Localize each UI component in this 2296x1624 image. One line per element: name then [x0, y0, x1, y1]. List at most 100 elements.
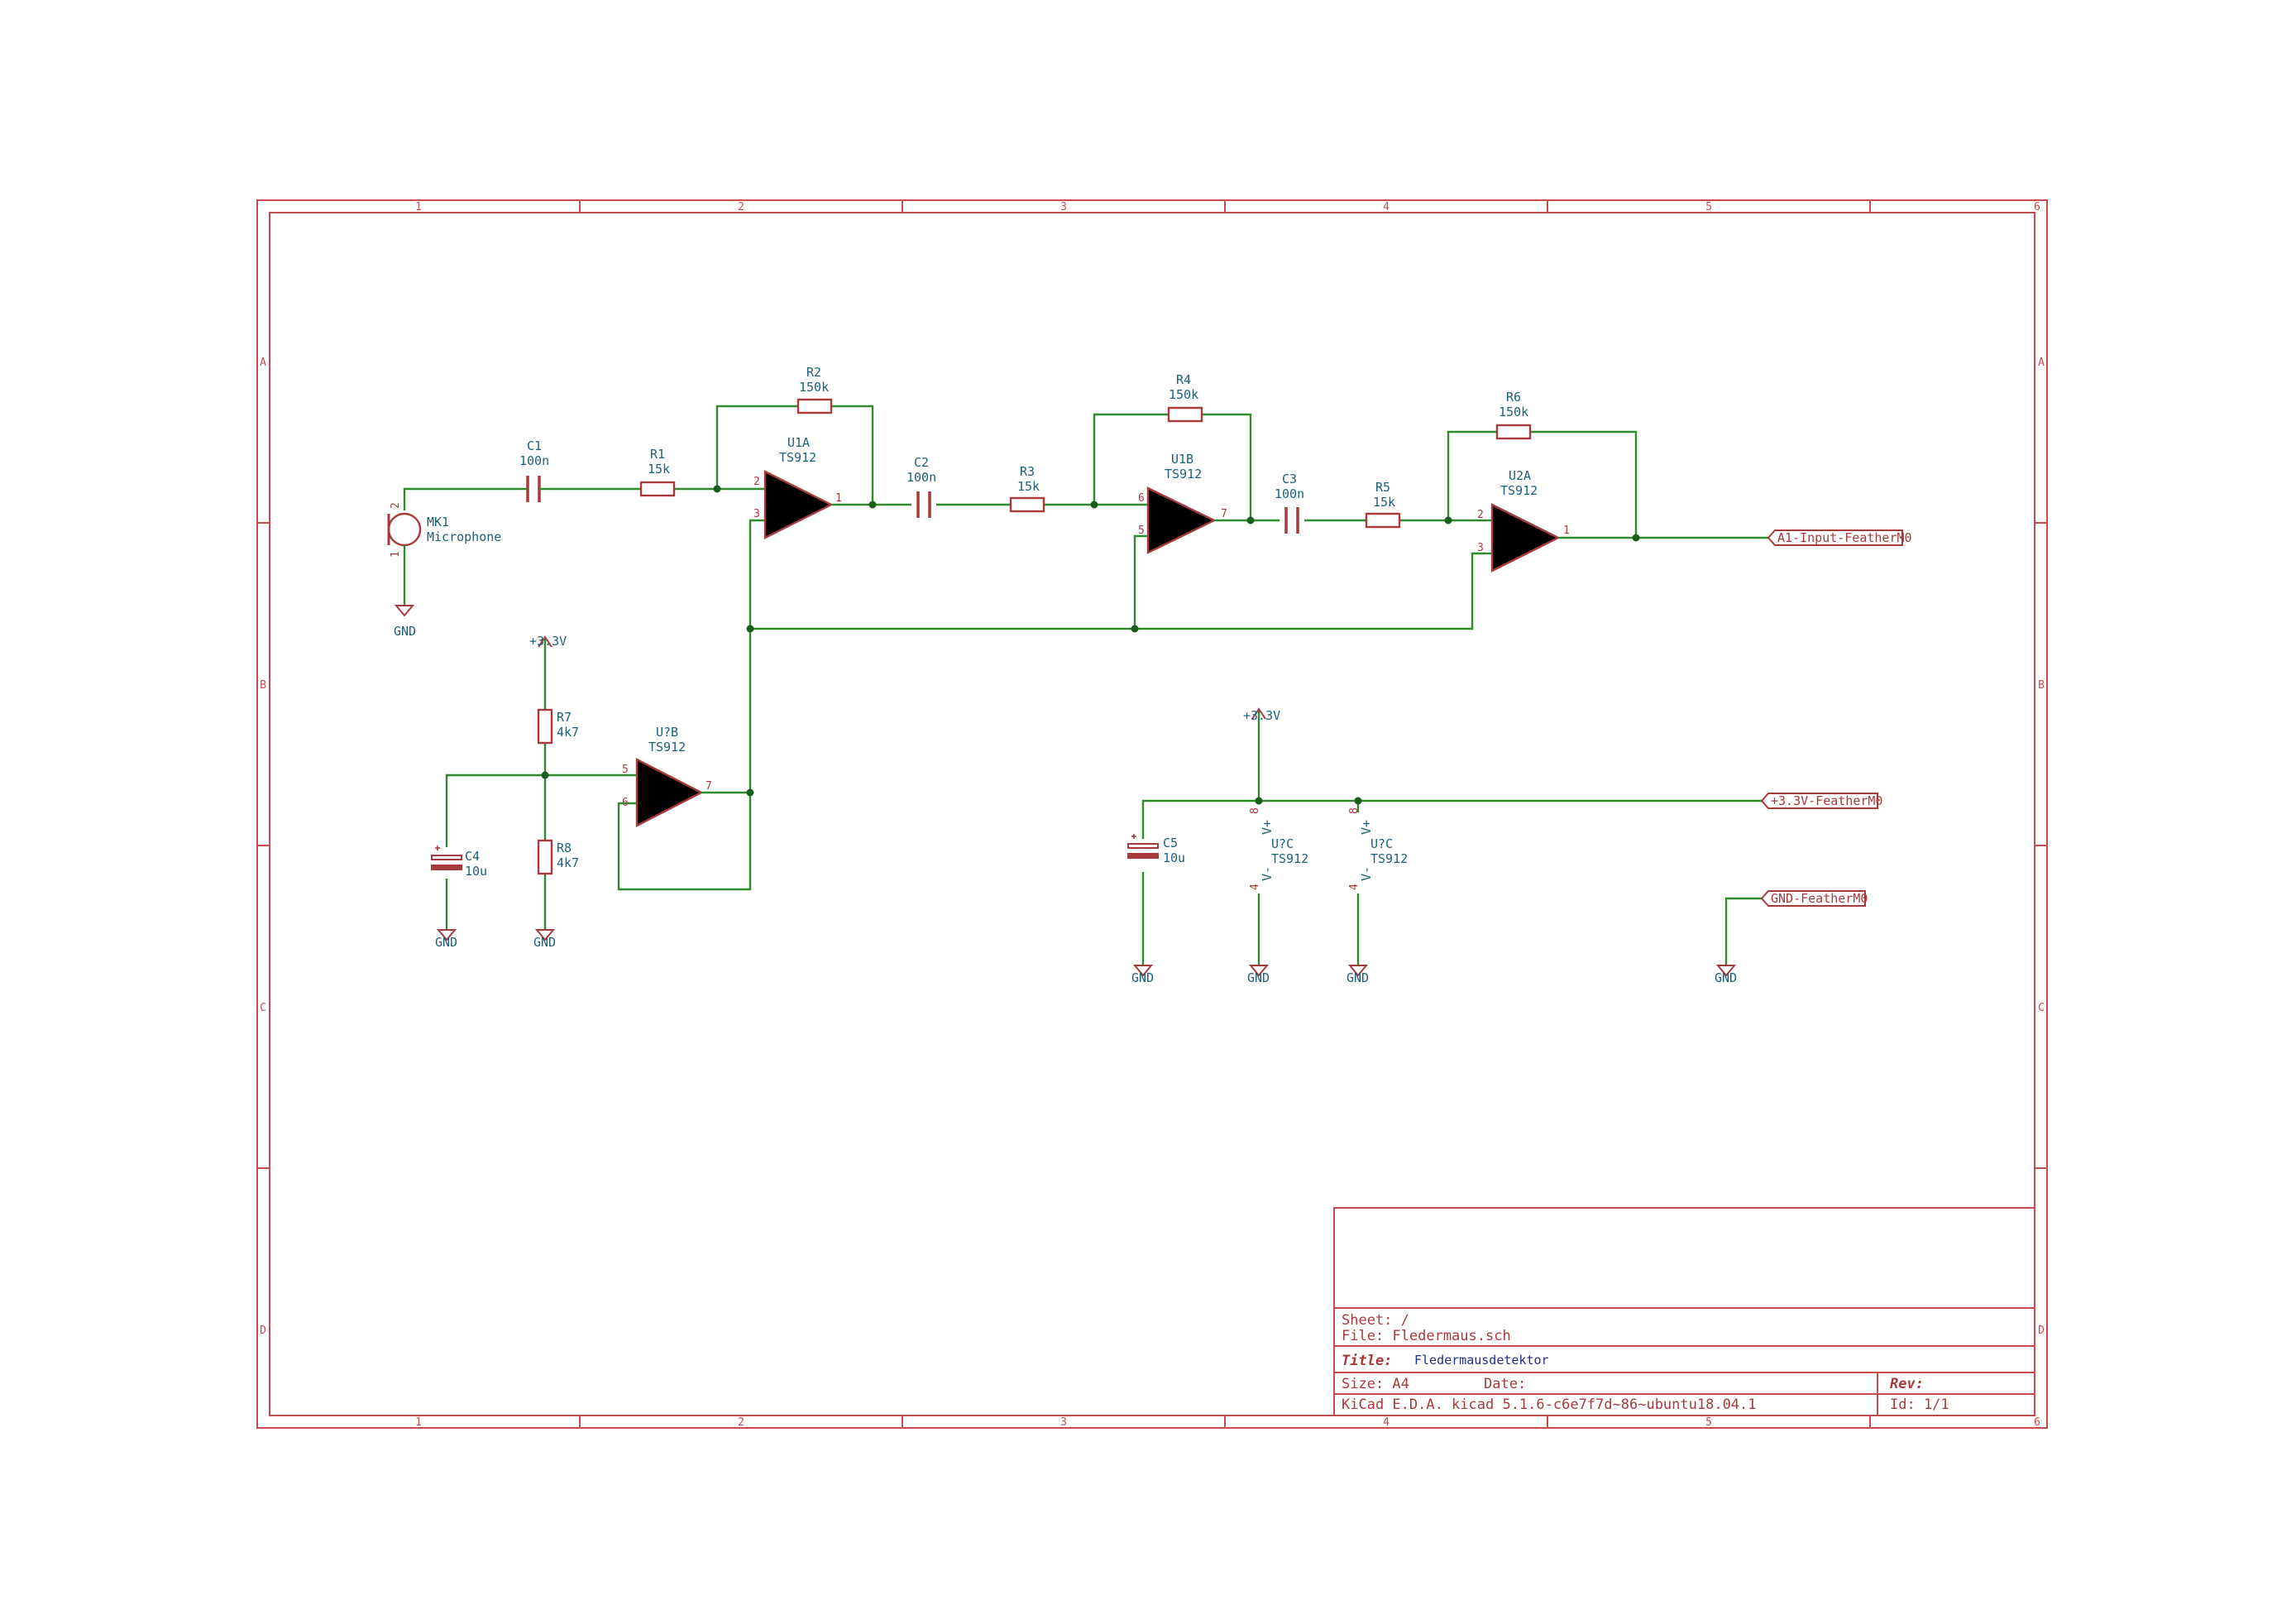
mk1-pin-2: 2 — [390, 502, 402, 509]
opamp-u2a[interactable]: 2 3 1 U2A TS912 — [1477, 468, 1570, 572]
gnd-label-c4: GND — [435, 935, 457, 950]
frame-column-bottom-2: 2 — [738, 1416, 744, 1429]
title-block-title-label: Title: — [1342, 1353, 1392, 1369]
u2c2-vplus: V+ — [1359, 820, 1374, 835]
r7-value: 4k7 — [557, 725, 579, 740]
u2a-pin-non: 3 — [1477, 542, 1484, 554]
c3-reference: C3 — [1282, 472, 1297, 486]
title-block-id: Id: 1/1 — [1890, 1396, 1949, 1413]
frame-column-top-4: 4 — [1383, 201, 1390, 213]
vcc-label-power: +3.3V — [1243, 708, 1280, 723]
r2-value: 150k — [799, 380, 829, 395]
gnd-label-mk1: GND — [394, 624, 416, 639]
c5-reference: C5 — [1163, 836, 1178, 850]
resistor-r1[interactable]: R1 15k — [639, 447, 676, 497]
frame-row-right-C: C — [2038, 1002, 2045, 1014]
gnd-label-u2c-2: GND — [1347, 970, 1369, 985]
frame-column-bottom-3: 3 — [1060, 1416, 1067, 1429]
frame-column-bottom-4: 4 — [1383, 1416, 1390, 1429]
r8-value: 4k7 — [557, 855, 579, 870]
u2b-pin-out: 7 — [706, 780, 712, 793]
capacitor-c2[interactable]: C2 100n — [906, 455, 936, 520]
r4-value: 150k — [1169, 387, 1198, 402]
c4-reference: C4 — [465, 849, 480, 864]
r1-reference: R1 — [650, 447, 665, 462]
r7-reference: R7 — [557, 710, 572, 725]
frame-row-right-D: D — [2038, 1325, 2045, 1337]
capacitor-c1[interactable]: C1 100n — [519, 438, 549, 504]
wire-network — [403, 405, 1768, 956]
vcc-label-r7: +3.3V — [529, 634, 567, 649]
r2-reference: R2 — [806, 365, 821, 380]
global-label-vcc-feather[interactable]: +3.3V-FeatherM0 — [1760, 793, 1882, 809]
capacitor-c5[interactable]: C5 10u — [1127, 833, 1185, 865]
frame-column-top-2: 2 — [738, 201, 744, 213]
mk1-value: Microphone — [427, 529, 501, 544]
gnd-label-c5: GND — [1131, 970, 1154, 985]
frame-column-bottom-6: 6 — [2034, 1416, 2040, 1429]
u2b-pin-inv: 6 — [622, 797, 629, 809]
resistor-r2[interactable]: R2 150k — [796, 365, 833, 414]
u2b-pin-non: 5 — [622, 764, 629, 776]
capacitor-c4[interactable]: C4 10u — [431, 845, 487, 879]
c1-reference: C1 — [527, 438, 542, 453]
u2a-pin-out: 1 — [1563, 525, 1570, 537]
frame-column-top-1: 1 — [415, 201, 422, 213]
u2c1-reference: U?C — [1271, 836, 1294, 851]
capacitor-c3[interactable]: C3 100n — [1275, 472, 1304, 535]
frame-column-bottom-5: 5 — [1705, 1416, 1712, 1429]
u1b-reference: U1B — [1171, 452, 1193, 467]
gnd-feather-label-text: GND-FeatherM0 — [1771, 891, 1868, 906]
u2c2-value: TS912 — [1370, 851, 1408, 866]
c2-value: 100n — [906, 470, 936, 485]
u2c1-pin-8: 8 — [1249, 807, 1261, 814]
vcc-feather-label-text: +3.3V-FeatherM0 — [1771, 793, 1882, 808]
resistor-r3[interactable]: R3 15k — [1009, 464, 1045, 513]
u1b-pin-inv: 6 — [1138, 492, 1145, 505]
c3-value: 100n — [1275, 486, 1304, 501]
title-block-file: File: Fledermaus.sch — [1342, 1328, 1511, 1344]
a1-input-label-text: A1-Input-FeatherM0 — [1777, 530, 1912, 545]
r4-reference: R4 — [1176, 372, 1191, 387]
r8-reference: R8 — [557, 841, 572, 855]
global-label-a1-input[interactable]: A1-Input-FeatherM0 — [1767, 529, 1912, 546]
u2c2-pin-4: 4 — [1348, 884, 1361, 890]
title-block-tool: KiCad E.D.A. kicad 5.1.6-c6e7f7d~86~ubun… — [1342, 1396, 1757, 1413]
c2-reference: C2 — [914, 455, 929, 470]
gnd-label-r8: GND — [533, 935, 556, 950]
u1b-pin-non: 5 — [1138, 525, 1145, 537]
gnd-label-feather: GND — [1715, 970, 1737, 985]
resistor-r6[interactable]: R6 150k — [1495, 390, 1532, 440]
resistor-r7[interactable]: R7 4k7 — [537, 708, 579, 745]
opamp-power-u2c-2[interactable]: 8 V+ V- 4 U?C TS912 — [1348, 807, 1408, 890]
title-block-rev: Rev: — [1890, 1376, 1924, 1392]
resistor-r5[interactable]: R5 15k — [1365, 480, 1401, 529]
opamp-power-u2c-1[interactable]: 8 V+ V- 4 U?C TS912 — [1249, 807, 1308, 890]
resistor-r8[interactable]: R8 4k7 — [537, 839, 579, 875]
microphone-mk1[interactable]: 2 1 MK1 Microphone — [387, 502, 501, 596]
u1a-reference: U1A — [787, 435, 810, 450]
resistor-r4[interactable]: R4 150k — [1167, 372, 1203, 423]
frame-column-bottom-1: 1 — [415, 1416, 422, 1429]
title-block-title: Fledermausdetektor — [1414, 1353, 1549, 1368]
r5-reference: R5 — [1375, 480, 1390, 495]
r6-value: 150k — [1499, 405, 1528, 419]
u2b-value: TS912 — [648, 740, 686, 755]
u1b-pin-out: 7 — [1221, 508, 1227, 520]
frame-row-left-B: B — [260, 679, 266, 692]
r3-value: 15k — [1017, 479, 1040, 494]
frame-row-left-A: A — [260, 357, 266, 369]
u2a-pin-inv: 2 — [1477, 509, 1484, 521]
c1-value: 100n — [519, 453, 549, 468]
opamp-u1b[interactable]: 6 5 7 U1B TS912 — [1138, 452, 1227, 554]
opamp-u2b[interactable]: 5 6 7 U?B TS912 — [622, 725, 712, 827]
global-label-gnd-feather[interactable]: GND-FeatherM0 — [1760, 890, 1868, 907]
u2c1-vplus: V+ — [1260, 820, 1275, 835]
u1b-value: TS912 — [1165, 467, 1202, 481]
u2a-value: TS912 — [1500, 483, 1538, 498]
frame-column-top-3: 3 — [1060, 201, 1067, 213]
opamp-u1a[interactable]: 2 3 1 U1A TS912 — [753, 435, 842, 539]
r1-value: 15k — [648, 462, 670, 477]
